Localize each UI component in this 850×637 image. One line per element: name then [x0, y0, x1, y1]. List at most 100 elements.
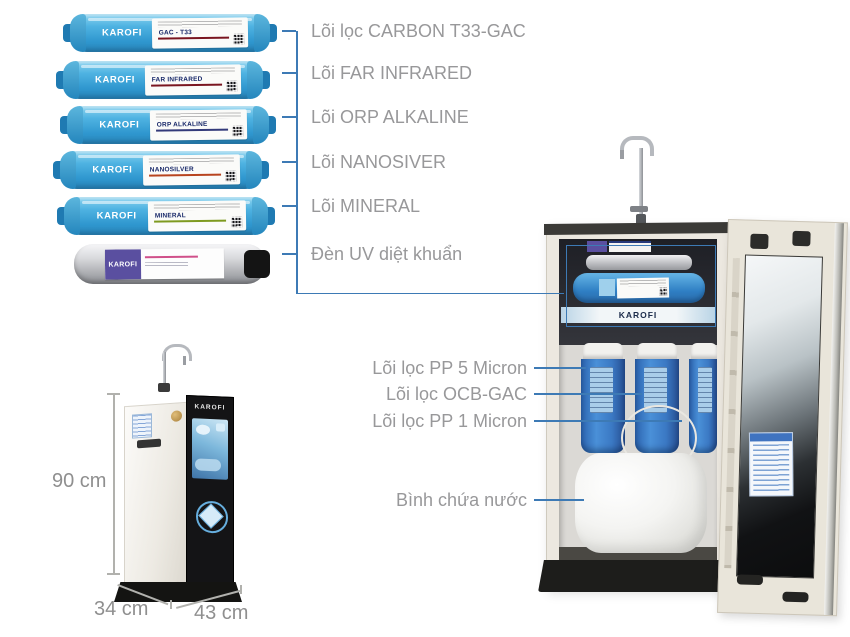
- filter-cartridge-far-infrared: KAROFI FAR INFRARED: [56, 61, 270, 99]
- purifier-front-panel: KAROFI: [186, 394, 234, 594]
- open-door: [716, 219, 848, 617]
- connector-line-to-cabinet: [296, 292, 564, 294]
- uv-lamp-label: KAROFI: [104, 248, 224, 280]
- uv-lamp-label-purple: [587, 241, 607, 252]
- faucet-mount: [636, 214, 646, 226]
- label-rule: [153, 219, 227, 223]
- door-hinge: [750, 233, 769, 250]
- cartridge-cap: [60, 151, 76, 189]
- uv-lamp-cap: [244, 250, 270, 278]
- brand-text: KAROFI: [108, 260, 137, 269]
- graphic-shape: [195, 458, 221, 472]
- label-fine-print: [145, 261, 189, 268]
- label-far-infrared: Lõi FAR INFRARED: [311, 63, 473, 83]
- label-fine-print: [155, 112, 241, 120]
- bracket-tick: [282, 205, 296, 207]
- uv-lamp-label-white: [609, 241, 651, 252]
- label-fine-print: [150, 67, 236, 75]
- label-mineral: Lõi MINERAL: [311, 196, 421, 216]
- label-fine-print: [157, 20, 243, 28]
- housing-label: [698, 367, 712, 413]
- label-carbon-t33: Lõi lọc CARBON T33-GAC: [311, 21, 526, 41]
- uv-lamp: KAROFI: [74, 244, 270, 284]
- brand-logo: KAROFI: [95, 74, 136, 86]
- cartridge-body: KAROFI NANOSILVER: [60, 151, 262, 189]
- label-rule: [145, 255, 198, 259]
- bracket-tick: [282, 253, 296, 255]
- filter-cartridge-mineral: KAROFI MINERAL: [57, 197, 275, 235]
- cabinet-base: [538, 560, 736, 592]
- qr-code-icon: [226, 80, 238, 92]
- open-cabinet: KAROFI: [544, 222, 734, 590]
- width-dimension-label: 43 cm: [194, 602, 249, 624]
- front-graphic: [192, 418, 228, 480]
- qr-code-icon: [230, 216, 242, 228]
- bracket-vertical-line: [296, 31, 298, 294]
- dimension-end-tick: [170, 600, 172, 609]
- qr-code-icon: [231, 125, 243, 137]
- cartridge-cap: [252, 197, 268, 235]
- qr-code-icon: [233, 33, 245, 45]
- bracket-tick: [282, 30, 296, 32]
- label-orp-alkaline: Lõi ORP ALKALINE: [311, 107, 469, 127]
- brand-strip: KAROFI: [561, 307, 715, 323]
- sticker-rows: [753, 444, 790, 493]
- depth-dimension-label: 34 cm: [94, 598, 149, 620]
- purifier-faucet-arc: [162, 344, 192, 361]
- upper-compartment: KAROFI: [559, 239, 717, 345]
- purifier-faucet-tip: [183, 356, 186, 365]
- brand-logo: KAROFI: [99, 119, 140, 131]
- label-rule: [150, 83, 222, 87]
- purifier-side-panel: [124, 401, 188, 587]
- cartridge-label: ORP ALKALINE: [149, 109, 247, 141]
- label-rule: [148, 173, 221, 177]
- brand-logo: KAROFI: [102, 27, 143, 39]
- filter-cartridge-carbon-t33: KAROFI GAC - T33: [63, 14, 277, 52]
- purifier-faucet-pipe: [163, 352, 166, 390]
- label-storage-tank: Bình chứa nước: [396, 490, 527, 510]
- label-pp-1-micron: Lõi lọc PP 1 Micron: [372, 411, 527, 431]
- cartridge-print: NANOSILVER: [149, 165, 194, 174]
- height-dimension-label: 90 cm: [52, 470, 107, 492]
- housing-cap: [637, 343, 677, 359]
- cartridge-cap: [247, 61, 263, 99]
- membrane-label-blue: [599, 279, 615, 296]
- door-hinge: [792, 230, 811, 247]
- sticker-header: [749, 433, 793, 442]
- label-nanosilver: Lõi NANOSIVER: [311, 152, 447, 172]
- filter-cartridge-orp-alkaline: KAROFI ORP ALKALINE: [60, 106, 276, 144]
- dimension-end-tick: [107, 393, 120, 395]
- highlight-outline-box: [566, 245, 716, 327]
- housing-body: [581, 359, 625, 453]
- label-uv-lamp: Đèn UV diệt khuẩn: [311, 244, 463, 264]
- pointer-line-pp5: [534, 367, 586, 369]
- label-rule: [155, 128, 228, 132]
- faucet-pipe: [639, 148, 643, 228]
- label-ocb-gac: Lõi lọc OCB-GAC: [385, 384, 527, 404]
- label-pp-5-micron: Lõi lọc PP 5 Micron: [372, 358, 527, 378]
- cartridge-print: FAR INFRARED: [151, 75, 203, 84]
- cartridge-label: MINERAL: [147, 200, 246, 232]
- faucet-spout-arc: [620, 136, 654, 156]
- brand-logo: KAROFI: [104, 249, 141, 280]
- cartridge-body: KAROFI MINERAL: [64, 197, 268, 235]
- pointer-line-pp1: [534, 420, 682, 422]
- faucet-spout-tip: [620, 150, 624, 159]
- spec-sticker: [748, 432, 794, 497]
- dimension-end-tick: [240, 585, 242, 594]
- dimension-end-tick: [107, 573, 120, 575]
- uv-lamp-horizontal: [586, 255, 692, 270]
- housing-label: [590, 367, 613, 413]
- cartridge-body: KAROFI ORP ALKALINE: [67, 106, 269, 144]
- housing-label: [644, 367, 667, 413]
- brand-logo: KAROFI: [96, 210, 137, 222]
- bracket-tick: [282, 161, 296, 163]
- brand-logo: KAROFI: [92, 164, 133, 176]
- door-clip: [736, 574, 764, 586]
- label-fine-print: [153, 203, 240, 211]
- cartridge-cap: [70, 14, 86, 52]
- gold-badge-icon: [171, 410, 182, 422]
- faucet-handle: [630, 206, 648, 212]
- cartridge-label: GAC - T33: [151, 17, 249, 49]
